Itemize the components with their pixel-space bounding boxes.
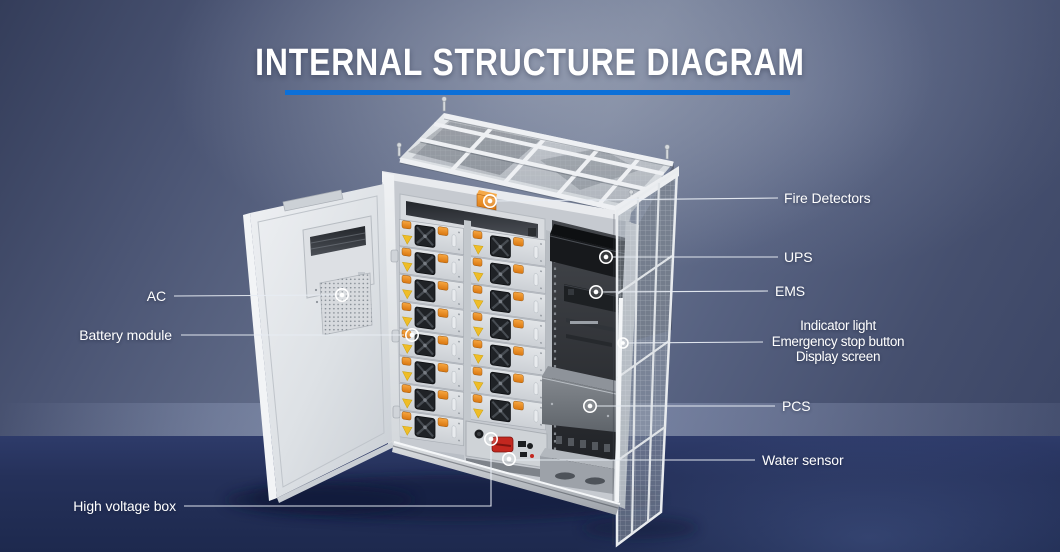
callout-marker-ups: [598, 250, 613, 265]
battery-module: [399, 219, 464, 256]
fire-detector-device: [476, 190, 497, 211]
ac-vent: [314, 272, 373, 336]
callout-line-fire-detectors: [496, 197, 779, 202]
label-water-sensor: Water sensor: [762, 452, 844, 468]
battery-module: [399, 273, 464, 310]
battery-module-column-right: [470, 229, 546, 431]
pcs-unit: [541, 366, 622, 432]
callout-marker-battery-module: [404, 327, 419, 342]
left-door-open: [243, 184, 394, 503]
equipment-rack: [540, 220, 630, 495]
battery-module: [470, 310, 546, 349]
label-pcs: PCS: [782, 398, 811, 414]
label-ups: UPS: [784, 249, 813, 265]
callout-marker-ac: [334, 287, 349, 302]
label-display-screen: Display screen: [795, 349, 881, 364]
battery-module: [399, 355, 464, 392]
battery-module: [399, 300, 464, 337]
bottom-sill: [392, 441, 621, 515]
page-title: INTERNAL STRUCTURE DIAGRAM: [255, 42, 805, 84]
column-divider: [464, 220, 471, 448]
callout-marker-fire-detectors: [482, 194, 497, 209]
label-emergency-stop-button: Emergency stop button: [771, 333, 905, 349]
label-fire-detectors: Fire Detectors: [784, 190, 871, 206]
callout-line-high-voltage-box: [184, 446, 492, 507]
callout-lines: [173, 197, 779, 507]
column-frame-right: [546, 230, 552, 462]
callout-markers: [334, 194, 629, 466]
callout-marker-ems: [588, 284, 603, 299]
cabinet-roof: [396, 96, 674, 216]
control-devices: [566, 318, 615, 347]
front-left-post: [382, 172, 401, 447]
battery-module: [470, 365, 546, 404]
battery-module: [399, 328, 464, 365]
title-underline: [285, 90, 790, 95]
battery-module-column-left: [399, 219, 464, 447]
battery-module: [399, 246, 464, 283]
connector-row: [556, 436, 610, 452]
battery-module: [399, 382, 464, 419]
front-header-beam: [382, 171, 631, 224]
label-ac: AC: [146, 288, 166, 304]
callout-marker-high-voltage-box: [483, 431, 498, 446]
callout-line-ac: [173, 294, 336, 297]
label-indicator-light: Indicator light: [800, 318, 876, 333]
callout-line-ems: [602, 290, 769, 293]
battery-module: [470, 283, 546, 322]
label-battery-module: Battery module: [79, 327, 172, 343]
right-door-open: [612, 166, 679, 548]
callout-marker-water-sensor: [501, 451, 516, 466]
label-ems: EMS: [775, 283, 806, 299]
rack-base: [540, 448, 625, 495]
ems-unit: [563, 284, 621, 313]
label-door-controls: Indicator light Emergency stop button Di…: [770, 318, 906, 365]
callout-line-door-controls: [628, 341, 764, 344]
ups-unit: [549, 224, 630, 280]
battery-module: [470, 256, 546, 294]
callout-marker-door-controls: [617, 337, 629, 349]
label-high-voltage-box: High voltage box: [73, 498, 176, 514]
callout-marker-pcs: [582, 398, 597, 413]
battery-module: [470, 392, 546, 431]
